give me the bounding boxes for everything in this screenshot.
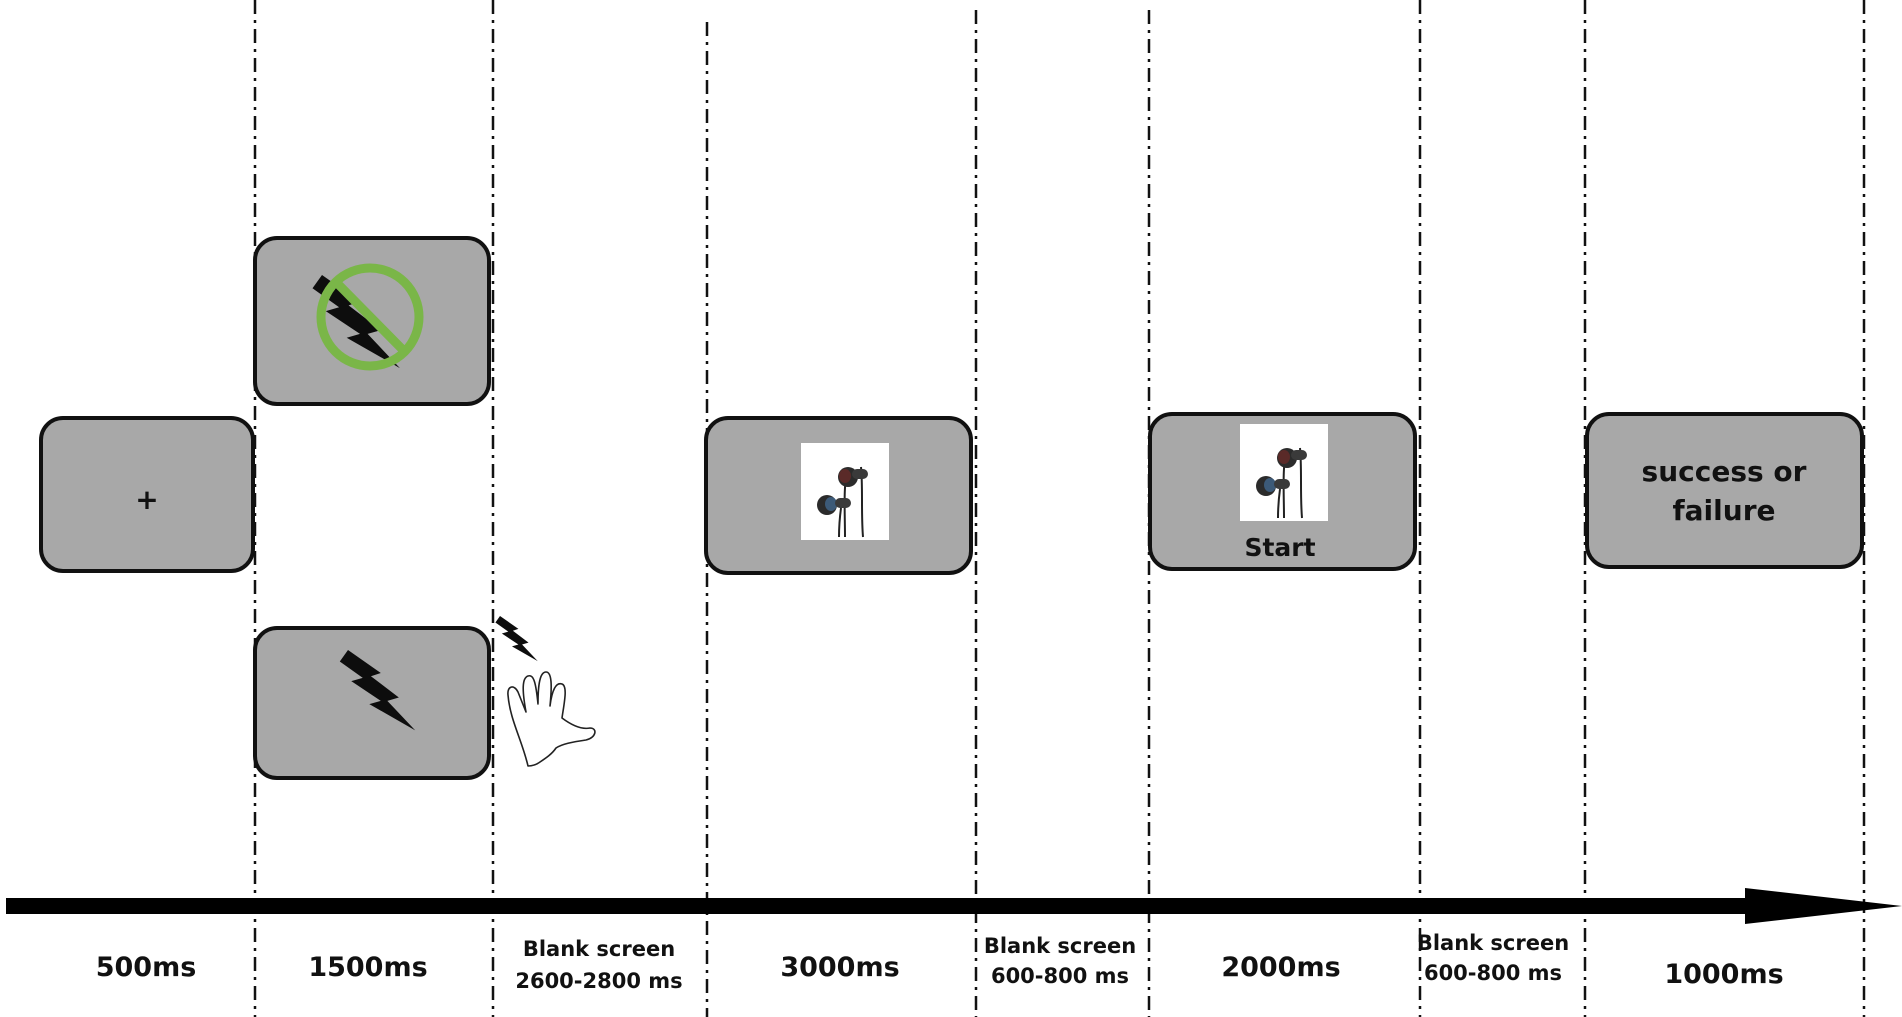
product-screen	[704, 416, 973, 575]
blank3-line-1: Blank screen	[1417, 931, 1569, 955]
duration-start: 2000ms	[1221, 952, 1340, 983]
blank3-line-2: 600-800 ms	[1424, 961, 1562, 985]
earphones-icon	[800, 442, 890, 541]
duration-feedback: 1000ms	[1664, 959, 1783, 990]
start-label: Start	[1244, 533, 1315, 562]
duration-fixation: 500ms	[96, 952, 197, 983]
hand-shock-icon	[495, 616, 596, 767]
blank1-line-1: Blank screen	[523, 937, 675, 961]
fixation-cross: +	[135, 483, 158, 516]
threat-cue-screen	[253, 626, 491, 780]
feedback-line-1: success or	[1642, 455, 1807, 488]
earphones-icon	[1239, 423, 1329, 522]
blank2-line-2: 600-800 ms	[991, 964, 1129, 988]
fixation-screen: +	[39, 416, 255, 573]
start-screen: Start	[1148, 412, 1417, 571]
duration-product: 3000ms	[780, 952, 899, 983]
safe-cue-screen	[253, 236, 491, 406]
feedback-screen: success or failure	[1585, 412, 1864, 569]
no-shock-icon	[312, 263, 424, 371]
feedback-line-2: failure	[1672, 494, 1775, 527]
blank2-line-1: Blank screen	[984, 934, 1136, 958]
duration-labels: 500ms 1500ms Blank screen 2600-2800 ms 3…	[96, 931, 1784, 993]
duration-cue: 1500ms	[308, 952, 427, 983]
blank1-line-2: 2600-2800 ms	[515, 969, 682, 993]
timeline-arrow	[6, 888, 1902, 924]
